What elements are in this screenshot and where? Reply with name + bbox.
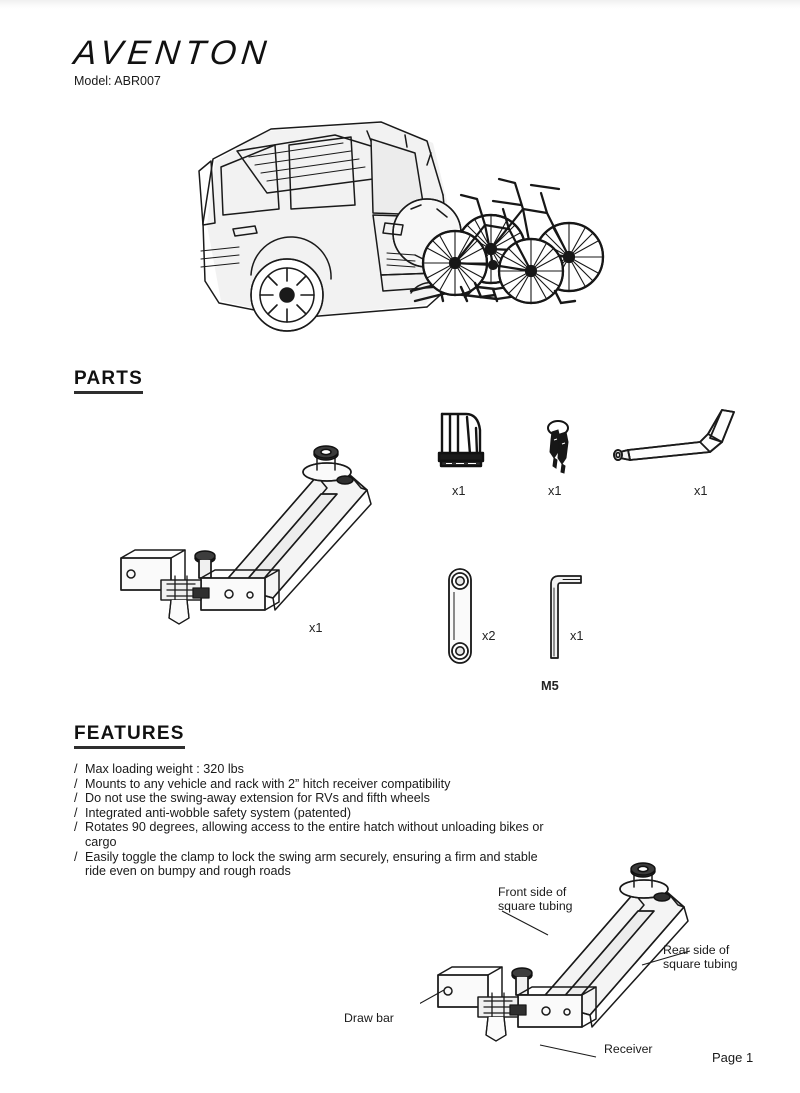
feature-text: Mounts to any vehicle and rack with 2” h… bbox=[85, 776, 451, 791]
callout-draw-bar: Draw bar bbox=[344, 1011, 394, 1025]
feature-bullet-marker: / bbox=[74, 776, 78, 791]
feature-item: / Easily toggle the clamp to lock the sw… bbox=[74, 850, 544, 879]
part-qty-bent-swing-arm-extension: x1 bbox=[694, 483, 708, 498]
leader-draw-bar bbox=[420, 989, 445, 1004]
page-top-edge bbox=[0, 0, 800, 9]
feature-text: Max loading weight : 320 lbs bbox=[85, 762, 244, 776]
callout-receiver: Receiver bbox=[604, 1042, 653, 1056]
callout-rear-side-of-square-tubing: Rear side of square tubing bbox=[663, 943, 738, 971]
feature-bullet-marker: / bbox=[74, 762, 78, 776]
feature-text: Rotates 90 degrees, allowing access to t… bbox=[85, 820, 544, 849]
leader-front-side bbox=[501, 910, 549, 936]
feature-bullet-marker: / bbox=[74, 805, 78, 820]
feature-bullet-marker: / bbox=[74, 791, 78, 806]
part-keys bbox=[538, 418, 578, 474]
page-number: Page 1 bbox=[712, 1050, 754, 1065]
feature-bullet-marker: / bbox=[74, 820, 78, 835]
feature-item: / Mounts to any vehicle and rack with 2”… bbox=[74, 777, 544, 792]
bicycles-on-rack bbox=[421, 177, 605, 305]
leader-rear-side bbox=[641, 950, 691, 966]
part-qty-keys: x1 bbox=[548, 483, 562, 498]
feature-text: Do not use the swing-away extension for … bbox=[85, 791, 430, 806]
part-qty-swing-arm-hitch-assembly: x1 bbox=[309, 620, 323, 635]
feature-item: / Integrated anti-wobble safety system (… bbox=[74, 806, 544, 821]
part-hex-key bbox=[541, 568, 585, 664]
brand-logo: AVENTON bbox=[72, 34, 273, 72]
features-list: / Max loading weight : 320 lbs / Mounts … bbox=[74, 762, 544, 879]
feature-item: / Rotates 90 degrees, allowing access to… bbox=[74, 820, 544, 849]
part-link-strap-plate bbox=[441, 566, 481, 666]
leader-receiver bbox=[539, 1044, 597, 1058]
feature-item: / Max loading weight : 320 lbs bbox=[74, 762, 544, 777]
model-label: Model: ABR007 bbox=[74, 74, 161, 88]
feature-bullet-marker: / bbox=[74, 849, 78, 864]
features-section-heading: FEATURES bbox=[74, 723, 185, 749]
hero-illustration-vehicle-with-rack bbox=[175, 105, 655, 340]
part-qty-hex-key: x1 bbox=[570, 628, 584, 643]
callout-front-side-of-square-tubing: Front side of square tubing bbox=[498, 885, 573, 913]
feature-text: Easily toggle the clamp to lock the swin… bbox=[85, 849, 538, 879]
annotated-hitch-diagram bbox=[420, 845, 720, 1060]
part-caption-hex-key: M5 bbox=[541, 678, 559, 693]
part-wheel-cradle-bracket bbox=[436, 406, 488, 472]
part-swing-arm-hitch-assembly bbox=[105, 432, 395, 642]
parts-section-heading: PARTS bbox=[74, 368, 143, 394]
feature-text: Integrated anti-wobble safety system (pa… bbox=[85, 805, 352, 820]
part-qty-wheel-cradle-bracket: x1 bbox=[452, 483, 466, 498]
part-bent-swing-arm-extension bbox=[610, 402, 742, 474]
part-qty-link-strap-plate: x2 bbox=[482, 628, 496, 643]
feature-item: / Do not use the swing-away extension fo… bbox=[74, 791, 544, 806]
